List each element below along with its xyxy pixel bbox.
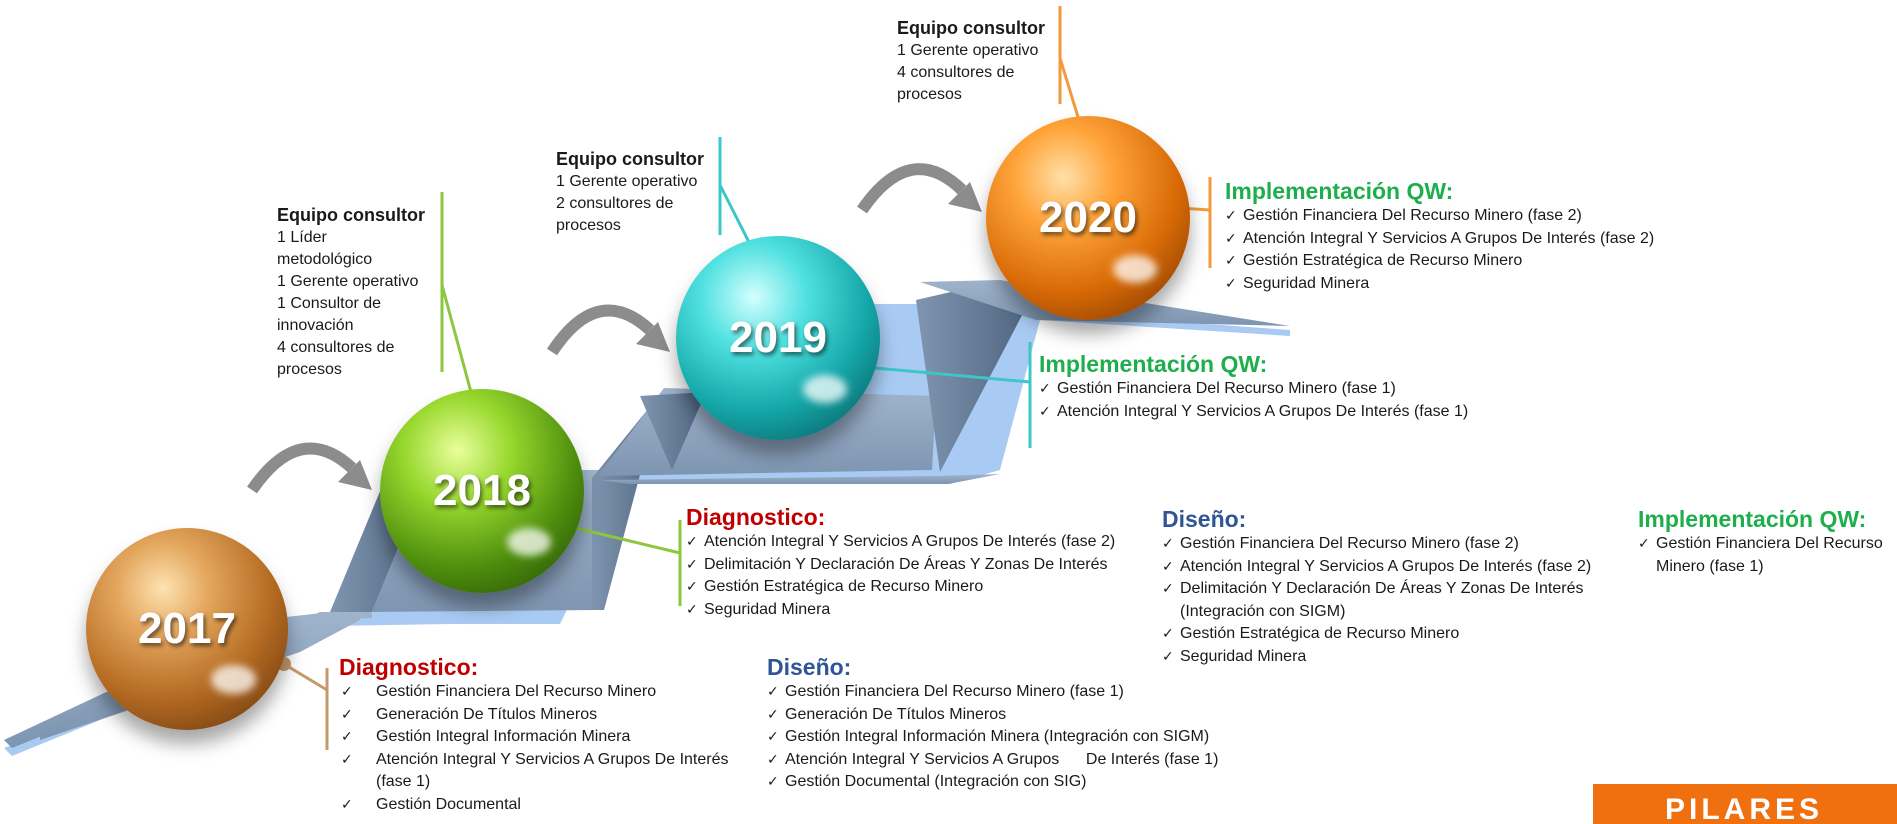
checklist-item: Seguridad Minera bbox=[686, 599, 1166, 622]
team-line: metodológico bbox=[277, 251, 373, 268]
checklist-item: Seguridad Minera bbox=[1162, 646, 1622, 669]
checklist-item: Gestión Estratégica de Recurso Minero bbox=[1225, 250, 1745, 273]
team-line: procesos bbox=[897, 86, 962, 103]
checklist-item: Gestión Integral Información Minera bbox=[339, 726, 759, 749]
diagnostico-header: Diagnostico: bbox=[339, 654, 479, 680]
checklist-item: Atención Integral Y Servicios A Grupos D… bbox=[686, 531, 1166, 554]
team-line: 1 Gerente operativo bbox=[897, 42, 1039, 59]
implementacion-header: Implementación QW: bbox=[1225, 178, 1454, 204]
checklist-item: Gestión Estratégica de Recurso Minero bbox=[1162, 623, 1622, 646]
checklist-item: Gestión Estratégica de Recurso Minero bbox=[686, 576, 1166, 599]
checklist: Gestión Financiera Del Recurso Minero (f… bbox=[1638, 533, 1893, 578]
diseno-2018: Diseño: Gestión Financiera Del Recurso M… bbox=[1162, 505, 1622, 668]
stair-landing-3b bbox=[600, 474, 1000, 484]
checklist: Atención Integral Y Servicios A Grupos D… bbox=[686, 531, 1166, 621]
diagnostico-2018: Diagnostico: Atención Integral Y Servici… bbox=[686, 503, 1166, 621]
diagnostico-2017: Diagnostico: Gestión Financiera Del Recu… bbox=[339, 653, 759, 816]
checklist-item: Gestión Integral Información Minera (Int… bbox=[767, 726, 1267, 749]
team-line: 2 consultores de bbox=[556, 195, 674, 212]
checklist: Gestión Financiera Del Recurso Minero (f… bbox=[1162, 533, 1622, 668]
checklist-item: Atención Integral Y Servicios A Grupos D… bbox=[767, 749, 1267, 772]
checklist-item: Delimitación Y Declaración De Áreas Y Zo… bbox=[1162, 578, 1622, 623]
year-sphere-2020: 2020 bbox=[986, 116, 1190, 320]
diseno-header: Diseño: bbox=[1162, 506, 1247, 532]
team-line: 1 Gerente operativo bbox=[556, 173, 698, 190]
arrow-head bbox=[338, 460, 372, 490]
team-title: Equipo consultor bbox=[556, 149, 704, 169]
implementacion-2019: Implementación QW: Gestión Financiera De… bbox=[1039, 350, 1559, 423]
checklist-item: Seguridad Minera bbox=[1225, 273, 1745, 296]
checklist-item: Gestión Financiera Del Recurso Minero bbox=[339, 681, 759, 704]
diseno-header: Diseño: bbox=[767, 654, 852, 680]
year-label: 2017 bbox=[138, 604, 236, 653]
arrow-head bbox=[948, 182, 982, 212]
team-title: Equipo consultor bbox=[897, 18, 1045, 38]
checklist-item: Gestión Financiera Del Recurso Minero (f… bbox=[1225, 205, 1745, 228]
checklist-item: Gestión Documental bbox=[339, 794, 759, 817]
connector-2020 bbox=[1058, 6, 1212, 268]
team-line: 4 consultores de bbox=[897, 64, 1015, 81]
implementacion-2018: Implementación QW: Gestión Financiera De… bbox=[1638, 505, 1893, 578]
implementacion-header: Implementación QW: bbox=[1039, 351, 1268, 377]
team-2019: Equipo consultor 1 Gerente operativo 2 c… bbox=[556, 147, 726, 237]
team-line: procesos bbox=[277, 361, 342, 378]
checklist: Gestión Financiera Del Recurso Minero (f… bbox=[1039, 378, 1559, 423]
checklist-item: Atención Integral Y Servicios A Grupos D… bbox=[339, 749, 759, 794]
team-line: procesos bbox=[556, 217, 621, 234]
checklist-item: Gestión Financiera Del Recurso Minero (f… bbox=[1039, 378, 1559, 401]
team-line: 1 Consultor de bbox=[277, 295, 382, 312]
checklist-item: Atención Integral Y Servicios A Grupos D… bbox=[1162, 556, 1622, 579]
year-label: 2019 bbox=[729, 313, 827, 362]
checklist: Gestión Financiera Del Recurso Minero (f… bbox=[767, 681, 1267, 794]
diseno-2017: Diseño: Gestión Financiera Del Recurso M… bbox=[767, 653, 1267, 794]
checklist-item: Gestión Financiera Del Recurso Minero (f… bbox=[767, 681, 1267, 704]
implementacion-2020: Implementación QW: Gestión Financiera De… bbox=[1225, 177, 1745, 295]
corner-tab-label: PILARES bbox=[1665, 793, 1824, 824]
team-2018: Equipo consultor 1 Líder metodológico 1 … bbox=[277, 203, 447, 381]
year-sphere-2019: 2019 bbox=[676, 236, 880, 440]
year-label: 2018 bbox=[433, 466, 531, 515]
checklist: Gestión Financiera Del Recurso Minero (f… bbox=[1225, 205, 1745, 295]
diagnostico-header: Diagnostico: bbox=[686, 504, 826, 530]
year-sphere-2018: 2018 bbox=[380, 389, 584, 593]
team-2020: Equipo consultor 1 Gerente operativo 4 c… bbox=[897, 16, 1067, 106]
stair-riser-3 bbox=[640, 392, 706, 470]
team-title: Equipo consultor bbox=[277, 205, 425, 225]
checklist-item: Gestión Documental (Integración con SIG) bbox=[767, 771, 1267, 794]
team-line: 4 consultores de bbox=[277, 339, 395, 356]
year-sphere-2017: 2017 bbox=[86, 528, 288, 730]
checklist-item: Gestión Financiera Del Recurso Minero (f… bbox=[1162, 533, 1622, 556]
curved-arrow-icon bbox=[247, 163, 967, 494]
checklist-item: Generación De Títulos Mineros bbox=[339, 704, 759, 727]
checklist: Gestión Financiera Del Recurso Minero Ge… bbox=[339, 681, 759, 816]
checklist-item: Delimitación Y Declaración De Áreas Y Zo… bbox=[686, 554, 1166, 577]
checklist-item: Atención Integral Y Servicios A Grupos D… bbox=[1225, 228, 1745, 251]
corner-tab: PILARES bbox=[1593, 784, 1897, 824]
team-line: innovación bbox=[277, 317, 354, 334]
implementacion-header: Implementación QW: bbox=[1638, 506, 1867, 532]
checklist-item: Generación De Títulos Mineros bbox=[767, 704, 1267, 727]
arrow-head bbox=[636, 322, 670, 352]
connector-2017 bbox=[283, 662, 329, 750]
team-line: 1 Gerente operativo bbox=[277, 273, 419, 290]
year-label: 2020 bbox=[1039, 193, 1137, 242]
team-line: 1 Líder bbox=[277, 229, 327, 246]
checklist-item: Atención Integral Y Servicios A Grupos D… bbox=[1039, 401, 1559, 424]
checklist-item: Gestión Financiera Del Recurso Minero (f… bbox=[1638, 533, 1893, 578]
